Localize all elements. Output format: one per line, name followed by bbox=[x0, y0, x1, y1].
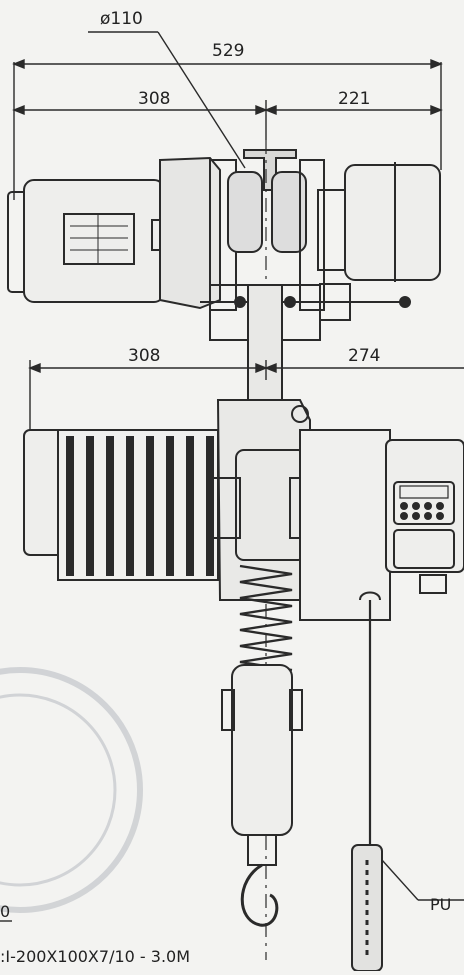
partial-circle-label: 0 bbox=[0, 902, 10, 921]
hoist-dimension bbox=[28, 360, 464, 440]
hook-block bbox=[221, 664, 303, 927]
trolley-counterweight bbox=[200, 162, 441, 321]
diameter-label: ø110 bbox=[100, 9, 143, 29]
trolley-split-dimension bbox=[12, 100, 443, 140]
suspension-bracket bbox=[209, 284, 321, 401]
trolley-motor bbox=[7, 156, 221, 310]
pendant-assembly bbox=[351, 591, 464, 972]
trolley-wheels bbox=[209, 159, 325, 311]
overall-width-dimension bbox=[12, 58, 443, 200]
trolley-right-label: 221 bbox=[338, 89, 370, 109]
stamp-watermark bbox=[0, 667, 143, 913]
diameter-leader bbox=[88, 31, 246, 169]
control-box bbox=[299, 429, 464, 621]
trolley-left-label: 308 bbox=[138, 89, 170, 109]
pendant-callout-label: PU bbox=[430, 895, 451, 914]
hoist-left-label: 308 bbox=[128, 346, 160, 366]
hoist-spring bbox=[239, 564, 293, 672]
overall-width-label: 529 bbox=[212, 41, 244, 61]
hoist-right-label: 274 bbox=[348, 346, 380, 366]
hoist-motor bbox=[23, 429, 219, 581]
beam-spec-label: :I-200X100X7/10 - 3.0M bbox=[0, 947, 190, 966]
